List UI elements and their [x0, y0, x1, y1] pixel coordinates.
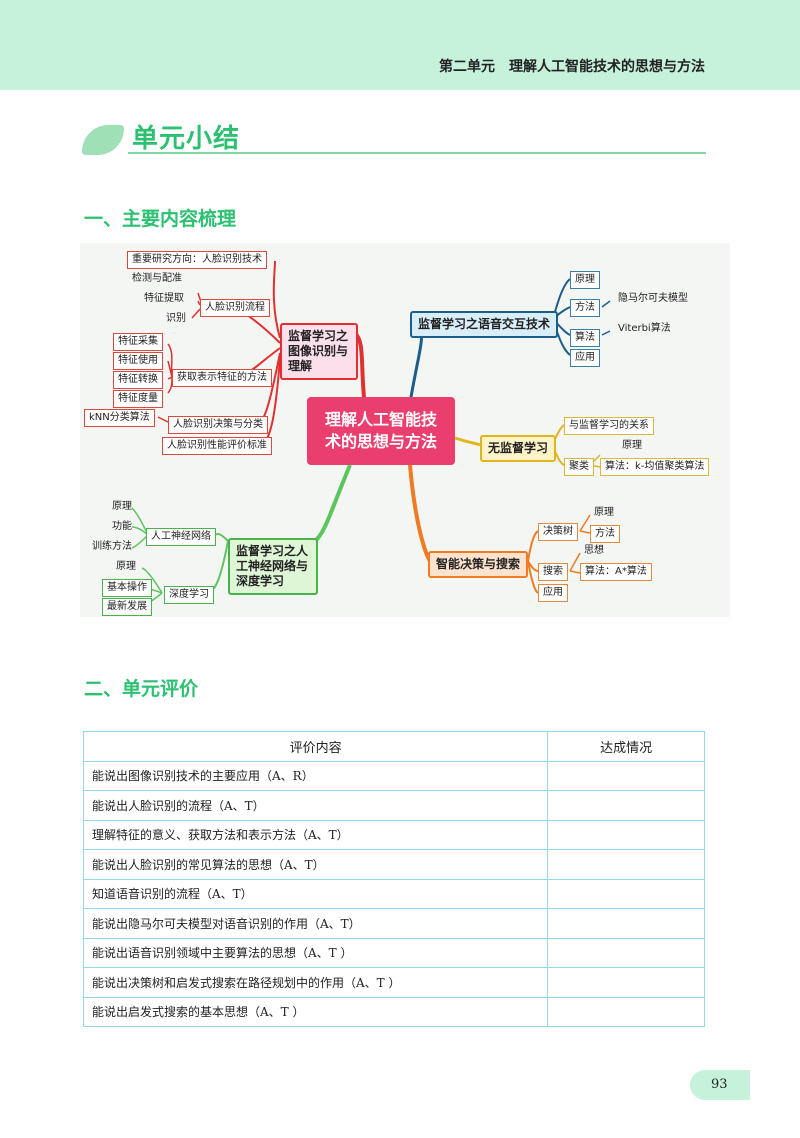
node-feature-measure: 特征度量	[113, 390, 163, 408]
node-feature-collect: 特征采集	[113, 333, 163, 351]
node-decision-tree: 决策树	[538, 523, 578, 541]
node-viterbi: Viterbi算法	[618, 323, 671, 334]
branch-nn-line-2: 工神经网络与	[236, 559, 309, 573]
page-number-tab	[690, 1070, 750, 1100]
row-content: 能说出人脸识别的流程（A、T）	[82, 790, 549, 821]
row-content: 能说出隐马尔可夫模型对语音识别的作用（A、T）	[82, 908, 549, 939]
row-content: 能说出启发式搜索的基本思想（A、T ）	[82, 996, 549, 1027]
node-ann-principle: 原理	[112, 501, 132, 512]
evaluation-table: 评价内容 达成情况 能说出图像识别技术的主要应用（A、R） 能说出人脸识别的流程…	[82, 731, 705, 1027]
node-speech-principle: 原理	[570, 271, 600, 289]
node-astar: 算法：A*算法	[580, 563, 652, 581]
col-header-status: 达成情况	[547, 731, 705, 762]
table-row: 能说出人脸识别的流程（A、T）	[82, 790, 705, 821]
node-knn: kNN分类算法	[84, 409, 155, 427]
row-content: 能说出语音识别领域中主要算法的思想（A、T ）	[82, 937, 549, 968]
node-decision-app: 应用	[538, 584, 568, 602]
table-row: 能说出图像识别技术的主要应用（A、R）	[82, 760, 705, 791]
node-face-decision: 人脸识别决策与分类	[168, 416, 268, 434]
mindmap-center-node: 理解人工智能技 术的思想与方法	[307, 397, 455, 465]
row-status-cell[interactable]	[547, 908, 705, 939]
node-feature-method: 获取表示特征的方法	[172, 369, 272, 387]
table-row: 理解特征的意义、获取方法和表示方法（A、T）	[82, 819, 705, 850]
row-status-cell[interactable]	[547, 878, 705, 909]
node-hmm: 隐马尔可夫模型	[618, 293, 688, 304]
node-dl-principle: 原理	[116, 561, 136, 572]
mind-map: 理解人工智能技 术的思想与方法 监督学习之 图像识别与 理解 重要研究方向：人脸…	[80, 243, 730, 617]
center-line-2: 术的思想与方法	[324, 432, 437, 451]
node-speech-method: 方法	[570, 299, 600, 317]
node-cluster-principle: 原理	[622, 440, 642, 451]
branch-speech: 监督学习之语音交互技术	[410, 311, 559, 338]
node-feature-use: 特征使用	[113, 352, 163, 370]
row-status-cell[interactable]	[547, 849, 705, 880]
node-flow-detect: 检测与配准	[132, 273, 182, 284]
node-speech-algo: 算法	[570, 329, 600, 347]
table-header-row: 评价内容 达成情况	[82, 731, 705, 762]
row-status-cell[interactable]	[547, 937, 705, 968]
node-flow-recognize: 识别	[166, 313, 186, 324]
node-search: 搜索	[538, 563, 568, 581]
row-content: 能说出决策树和启发式搜索在路径规划中的作用（A、T ）	[82, 967, 549, 998]
node-flow-extract: 特征提取	[144, 293, 184, 304]
node-ann: 人工神经网络	[146, 528, 216, 546]
row-status-cell[interactable]	[547, 760, 705, 791]
branch-image-line-2: 图像识别与	[288, 344, 349, 358]
row-content: 能说出人脸识别的常见算法的思想（A、T）	[82, 849, 549, 880]
node-unsup-relation: 与监督学习的关系	[564, 417, 654, 435]
row-status-cell[interactable]	[547, 967, 705, 998]
header-band	[0, 0, 800, 90]
branch-nn-line-3: 深度学习	[236, 574, 285, 588]
section-title: 单元小结	[132, 124, 241, 154]
leaf-icon	[82, 125, 124, 155]
table-row: 知道语音识别的流程（A、T）	[82, 878, 705, 909]
page-number: 93	[711, 1077, 728, 1092]
row-content: 知道语音识别的流程（A、T）	[82, 878, 549, 909]
node-dl-latest: 最新发展	[102, 598, 152, 616]
node-tree-method: 方法	[590, 525, 620, 543]
node-ann-training: 训练方法	[92, 541, 132, 552]
heading-unit-evaluation: 二、单元评价	[84, 678, 199, 700]
col-header-content: 评价内容	[82, 731, 549, 762]
branch-nn-line-1: 监督学习之人	[236, 544, 309, 558]
table-row: 能说出语音识别领域中主要算法的思想（A、T ）	[82, 937, 705, 968]
table-row: 能说出人脸识别的常见算法的思想（A、T）	[82, 849, 705, 880]
row-status-cell[interactable]	[547, 996, 705, 1027]
node-kmeans: 算法：k-均值聚类算法	[600, 458, 710, 476]
running-header: 第二单元 理解人工智能技术的思想与方法	[439, 59, 705, 75]
row-content: 理解特征的意义、获取方法和表示方法（A、T）	[82, 819, 549, 850]
branch-unsupervised: 无监督学习	[480, 435, 557, 462]
node-face-eval: 人脸识别性能评价标准	[162, 437, 272, 455]
node-tree-principle: 原理	[594, 507, 614, 518]
branch-image-line-3: 理解	[288, 359, 313, 373]
table-row: 能说出启发式搜索的基本思想（A、T ）	[82, 996, 705, 1027]
node-search-idea: 思想	[584, 545, 604, 556]
branch-image-line-1: 监督学习之	[288, 329, 349, 343]
row-status-cell[interactable]	[547, 790, 705, 821]
node-deep-learning: 深度学习	[164, 586, 214, 604]
branch-neural-network: 监督学习之人 工神经网络与 深度学习	[228, 538, 318, 595]
node-feature-convert: 特征转换	[113, 371, 163, 389]
branch-decision-search: 智能决策与搜索	[428, 551, 529, 578]
node-dl-basic: 基本操作	[102, 579, 152, 597]
heading-content-review: 一、主要内容梳理	[84, 208, 237, 230]
section-rule	[128, 152, 706, 154]
node-research-direction: 重要研究方向：人脸识别技术	[127, 251, 267, 269]
node-face-flow: 人脸识别流程	[200, 299, 270, 317]
node-speech-app: 应用	[570, 349, 600, 367]
branch-image-recognition: 监督学习之 图像识别与 理解	[280, 323, 358, 380]
node-cluster: 聚类	[564, 458, 594, 476]
row-status-cell[interactable]	[547, 819, 705, 850]
center-line-1: 理解人工智能技	[324, 410, 437, 429]
table-row: 能说出决策树和启发式搜索在路径规划中的作用（A、T ）	[82, 967, 705, 998]
table-row: 能说出隐马尔可夫模型对语音识别的作用（A、T）	[82, 908, 705, 939]
row-content: 能说出图像识别技术的主要应用（A、R）	[82, 760, 549, 791]
node-ann-function: 功能	[112, 521, 132, 532]
